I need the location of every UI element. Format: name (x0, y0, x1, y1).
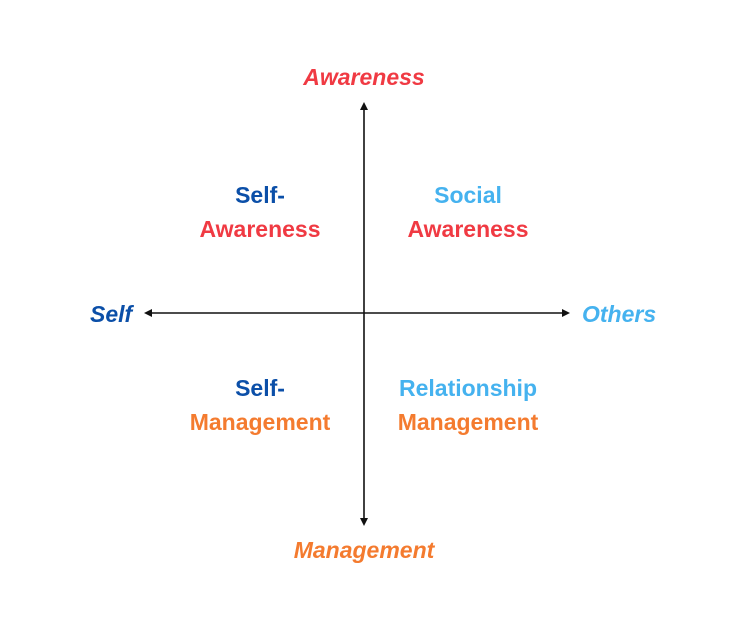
quadrant-line1: Relationship (398, 375, 537, 401)
axis-label-top: Awareness (303, 64, 425, 90)
quadrant-line1: Self- (235, 375, 285, 401)
axis-label-right: Others (582, 301, 657, 327)
axis-label-bottom: Management (293, 537, 435, 563)
quadrant-self-awareness: Self- Awareness (199, 178, 320, 246)
quadrant-line2: Management (397, 409, 539, 435)
axis-label-left: Self (90, 301, 133, 327)
quadrant-line1: Self- (235, 182, 285, 208)
quadrant-line2: Awareness (199, 216, 321, 242)
quadrant-self-management: Self- Management (190, 371, 331, 439)
quadrant-relationship-management: Relationship Management (398, 371, 539, 439)
quadrant-social-awareness: Social Awareness (407, 178, 528, 246)
quadrant-line2: Awareness (407, 216, 529, 242)
quadrant-line1: Social (434, 182, 502, 208)
quadrant-line2: Management (189, 409, 331, 435)
